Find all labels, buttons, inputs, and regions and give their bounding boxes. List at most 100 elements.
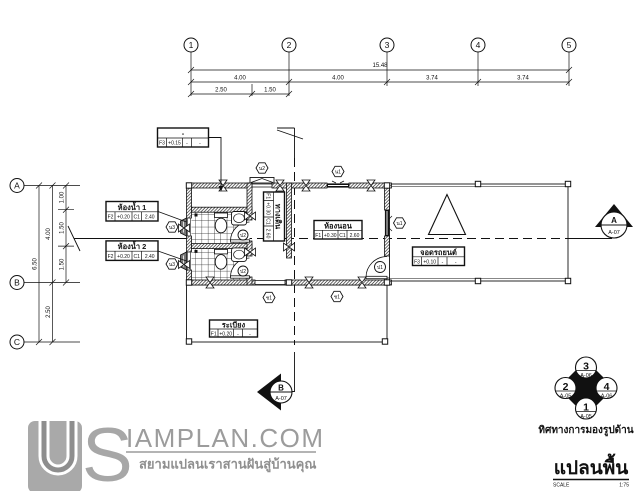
walls xyxy=(186,182,392,286)
grid-columns xyxy=(183,37,577,96)
grid-column-5: 5 xyxy=(567,40,572,50)
room-name: ทางเดิน xyxy=(274,204,283,230)
room-name: จอดรถยนต์ xyxy=(420,248,457,257)
tag-window-hall-top: น2 xyxy=(259,166,265,172)
room-ceiling: C1 xyxy=(133,254,140,260)
dim-left-sub-2: 1.50 xyxy=(60,222,66,234)
room-floor: F3 xyxy=(159,141,165,147)
dim-left-sub-1: 1.00 xyxy=(60,191,66,203)
elevation-compass: 3 A-06 2 A-05 4 A-06 1 A-05 xyxy=(554,356,618,420)
watermark-brand-s: S xyxy=(82,413,133,491)
floor-drain-icon xyxy=(194,249,198,253)
room-level: +0.15 xyxy=(168,141,181,147)
compass-east-sheet: A-06 xyxy=(601,394,613,400)
section-line-b xyxy=(276,127,304,392)
grid-row-b: B xyxy=(14,278,20,288)
compass-west-sheet: A-05 xyxy=(560,394,572,400)
compass-south-sheet: A-05 xyxy=(580,414,592,420)
dim-left-seg-2: 2.50 xyxy=(46,306,52,318)
watermark-brand-rest: IAMPLAN.COM xyxy=(126,423,325,453)
dim-top-sub-2: 1.50 xyxy=(264,88,276,94)
tag-window-bedroom-top: น1 xyxy=(335,170,341,176)
room-name: ห้องน้ำ 1 xyxy=(118,201,147,212)
grid-row-c: C xyxy=(14,337,20,347)
sink-icon xyxy=(233,213,245,223)
window-bedroom-top xyxy=(327,180,349,188)
carport-ramp-triangle xyxy=(427,193,467,236)
floor-drain-icon xyxy=(194,213,198,217)
room-floor: F1 xyxy=(211,331,217,337)
room-floor: F2 xyxy=(108,215,114,221)
compass-north-num: 3 xyxy=(583,361,589,373)
room-floor: F3 xyxy=(414,260,420,266)
room-ceiling: - xyxy=(186,141,188,147)
room-level: +0.20 xyxy=(117,215,130,221)
compass-north-sheet: A-06 xyxy=(580,373,592,379)
section-b-sheet: A-07 xyxy=(275,396,287,402)
section-marker-a: A A-07 xyxy=(595,204,633,239)
room-name: - xyxy=(182,129,185,138)
dim-top-seg-4: 3.74 xyxy=(517,76,529,82)
grid-row-a: A xyxy=(14,181,20,191)
section-a-sheet: A-07 xyxy=(608,230,620,236)
toilet-icon xyxy=(214,254,228,270)
section-a-label: A xyxy=(611,216,617,225)
dim-left-total: 6.50 xyxy=(33,258,39,270)
scale-label: SCALE xyxy=(553,483,570,489)
section-b-label: B xyxy=(278,384,284,393)
watermark-tagline: สยามแปลนเราสานฝันสู่บ้านคุณ xyxy=(139,457,316,473)
room-height: - xyxy=(199,141,201,147)
room-ceiling: C1 xyxy=(133,215,140,221)
room-level: +0.30 xyxy=(264,202,270,215)
grid-column-2: 2 xyxy=(287,40,292,50)
watermark: S IAMPLAN.COM สยามแปลนเราสานฝันสู่บ้านคุ… xyxy=(28,413,325,491)
dim-top-seg-1: 4.00 xyxy=(234,76,246,82)
tag-door-bathroom1: ป2 xyxy=(240,233,246,239)
room-height: - xyxy=(455,260,457,266)
room-label-carport: จอดรถยนต์ F3 +0.10 - - xyxy=(411,246,466,267)
room-ceiling: - xyxy=(442,260,444,266)
dim-top-seg-3: 3.74 xyxy=(426,76,438,82)
room-level: +0.10 xyxy=(423,260,436,266)
sheet-title: แปลนพื้น xyxy=(554,453,628,479)
room-level: +0.20 xyxy=(219,331,232,337)
room-level: +0.30 xyxy=(324,233,337,239)
room-label-bathroom2: ห้องน้ำ 2 F2 +0.20 C1 2.40 xyxy=(105,240,187,262)
grid-column-1: 1 xyxy=(189,40,194,50)
room-height: 2.40 xyxy=(145,215,155,221)
tag-window-bathroom2: น3 xyxy=(169,262,175,268)
toilet-icon xyxy=(214,217,228,234)
dim-top-sub-1: 2.50 xyxy=(215,88,227,94)
bathroom1-fixtures xyxy=(194,211,247,234)
left-dimension-lines xyxy=(35,182,70,346)
grid-column-4: 4 xyxy=(476,40,481,50)
grid-rows xyxy=(9,178,80,350)
tag-opening-terrace2: ช1 xyxy=(334,295,340,301)
scale-value: 1:75 xyxy=(619,483,629,489)
room-level: +0.20 xyxy=(117,254,130,260)
window-hall-top xyxy=(249,177,275,188)
section-marker-b: B A-07 xyxy=(257,373,293,411)
room-floor: F1 xyxy=(315,233,321,239)
room-height: 2.40 xyxy=(145,254,155,260)
grid-column-3: 3 xyxy=(385,40,390,50)
room-name: ห้องนอน xyxy=(324,222,353,231)
top-dimension-lines xyxy=(187,66,573,98)
room-label-bathroom1: ห้องน้ำ 1 F2 +0.20 C1 2.40 xyxy=(105,200,187,223)
sink-icon xyxy=(233,249,245,260)
room-floor: F2 xyxy=(108,254,114,260)
tag-door-bathroom2: ป2 xyxy=(240,269,246,275)
dim-top-seg-2: 4.00 xyxy=(332,76,344,82)
title-block: แปลนพื้น SCALE 1:75 xyxy=(553,453,629,489)
compass-south-num: 1 xyxy=(583,402,589,414)
room-label-terrace: ระเบียง F1 +0.20 - - xyxy=(208,319,259,338)
siamplan-logo-icon xyxy=(28,421,82,491)
openings xyxy=(255,280,285,285)
room-ceiling: C1 xyxy=(264,218,270,225)
room-height: - xyxy=(249,331,251,337)
door-tags xyxy=(237,229,386,277)
tag-window-bedroom-right: น1 xyxy=(396,221,402,227)
room-ceiling: - xyxy=(237,331,239,337)
